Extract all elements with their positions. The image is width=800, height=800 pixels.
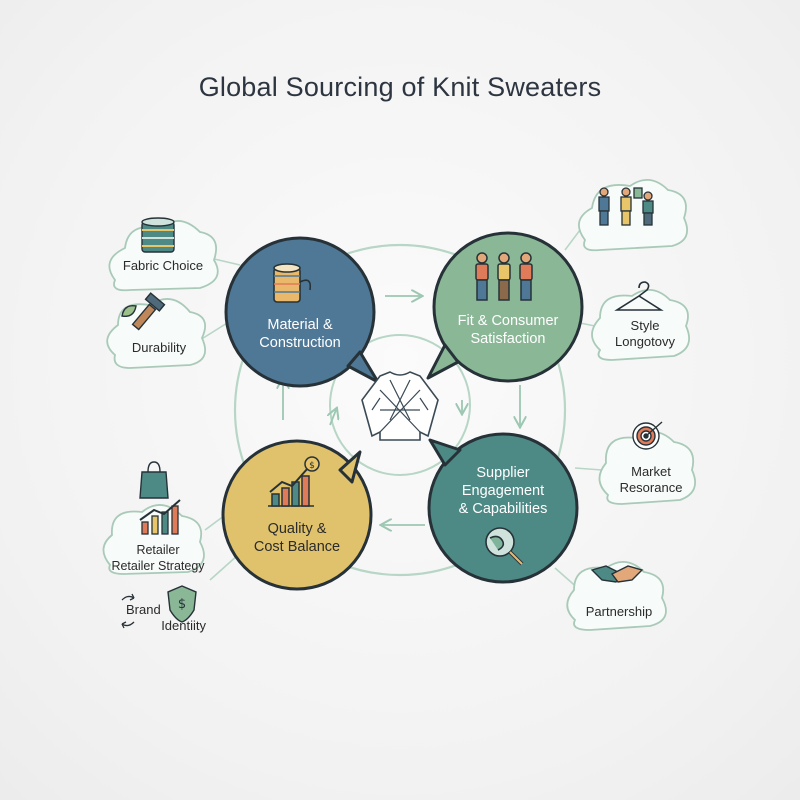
hub-fit-line1: Fit & Consumer: [457, 313, 559, 329]
shopping-bag-icon: [139, 461, 169, 499]
cloud-market: [598, 431, 696, 505]
hub-quality-line2: Cost Balance: [253, 539, 341, 555]
hub-quality: $: [221, 439, 373, 591]
arrow-inner-left: [330, 410, 336, 426]
hub-material-line2: Construction: [259, 335, 341, 351]
diagram-title: Global Sourcing of Knit Sweaters: [198, 72, 602, 102]
cycle-arrows-icon: [121, 593, 135, 629]
inner-ring: [329, 334, 471, 476]
satellite-retailer-line1: Retailer: [136, 543, 180, 557]
hanger-icon: [614, 281, 664, 311]
cloud-durability: [106, 298, 206, 369]
hub-fit-line2: Satisfaction: [470, 331, 546, 347]
svg-text:$: $: [309, 461, 315, 471]
satellite-retailer-line2: Retailer Strategy: [111, 559, 205, 573]
outer-ring: [233, 243, 567, 577]
satellite-market: Market Resorance: [596, 464, 706, 496]
handshake-icon: [590, 565, 644, 583]
hub-material-line1: Material &: [267, 317, 333, 333]
satellite-retailer: Retailer Retailer Strategy: [98, 542, 218, 574]
satellite-durability: Durability: [131, 340, 187, 355]
hub-quality-line1: Quality &: [267, 521, 327, 537]
hub-material: [224, 236, 380, 388]
team-icon: [598, 187, 654, 226]
hub-label-supplier: Supplier Engagement & Capabilities: [429, 464, 577, 518]
satellite-style: Style Longotovy: [590, 318, 700, 350]
satellite-partnership: Partnership: [585, 604, 653, 619]
people-icon: [475, 252, 533, 301]
target-icon: [632, 421, 663, 450]
hub-fit: [426, 231, 584, 383]
satellite-brand-line1: Brand: [126, 602, 161, 617]
fabric-roll-icon: [141, 217, 175, 253]
growth-chart-icon: $: [268, 456, 320, 507]
hub-supplier: [427, 432, 579, 584]
satellite-brand: Brand Identiity: [120, 602, 210, 634]
cloud-style: [591, 289, 690, 361]
satellite-style-line2: Longotovy: [615, 334, 675, 349]
satellite-market-line2: Resorance: [619, 480, 683, 495]
satellite-fabric-choice: Fabric Choice: [122, 258, 204, 273]
thread-spool-icon: [273, 263, 312, 303]
satellite-style-line1: Style: [630, 318, 660, 333]
retail-chart-icon: [139, 499, 181, 535]
hammer-leaf-icon: [121, 292, 166, 331]
hub-label-fit: Fit & Consumer Satisfaction: [434, 312, 582, 348]
cloud-fabric-choice: [108, 220, 219, 292]
hub-supplier-line2: Engagement: [461, 483, 545, 499]
sweater-icon: [361, 371, 439, 441]
shield-dollar-icon: $: [167, 585, 197, 623]
hub-supplier-line3: & Capabilities: [458, 501, 548, 517]
cloud-people: [578, 179, 688, 252]
hub-label-material: Material & Construction: [226, 316, 374, 352]
satellite-brand-line2: Identiity: [161, 618, 206, 633]
hub-supplier-line1: Supplier: [476, 465, 530, 481]
hub-label-quality: Quality & Cost Balance: [223, 520, 371, 556]
cloud-retailer: [102, 504, 205, 575]
globe-magnifier-icon: [485, 527, 524, 566]
satellite-clouds: [102, 179, 696, 631]
cloud-partnership: [566, 561, 667, 631]
flow-arrows: [283, 296, 520, 525]
satellite-market-line1: Market: [631, 464, 671, 479]
svg-text:$: $: [178, 597, 186, 612]
